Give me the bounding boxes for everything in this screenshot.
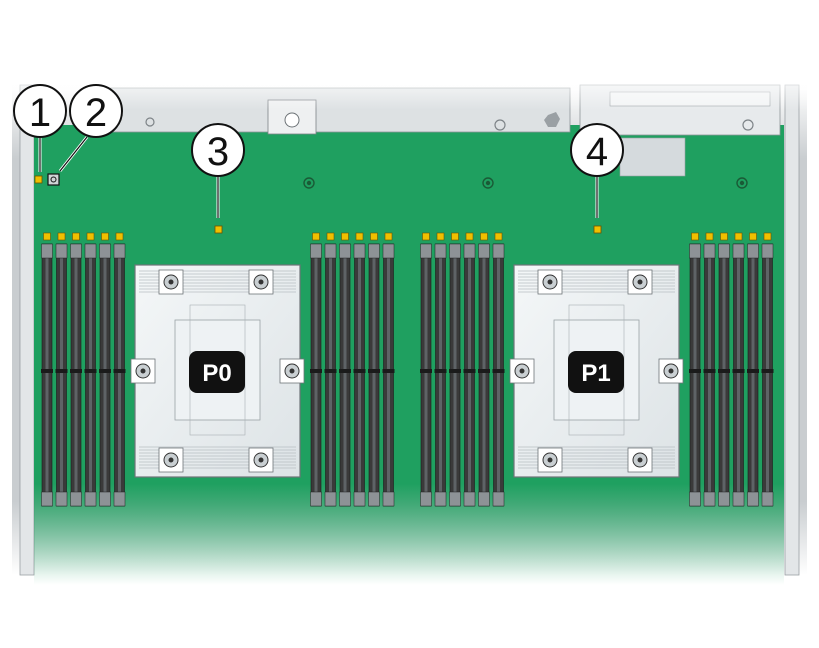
dimm-slot [41,232,53,507]
processor-p1: P1 [509,264,684,478]
callout-number: 1 [29,91,51,135]
callout-1: 1 [13,84,67,138]
dimm-slot [70,232,82,507]
heatsink-screw-icon [627,447,653,473]
dimm-bank-p1-right [689,232,774,507]
dimm-slot [449,232,461,507]
dimm-slot [718,232,730,507]
dimm-slot [434,232,447,507]
dimm-slot [732,232,745,507]
callout-number: 4 [586,130,608,174]
heatsink-screw-icon [658,358,684,384]
dimm-slot [339,232,351,507]
callout-4: 4 [570,123,624,177]
dimm-slot [99,232,111,507]
dimm-slot [703,232,716,507]
callout-number: 3 [207,130,229,174]
dimm-slot [463,232,476,507]
dimm-slot [689,232,701,507]
dimm-slot [382,232,395,507]
dimm-slot [353,232,366,507]
dimm-slot [113,232,126,507]
heatsink-screw-icon [248,269,274,295]
dimm-slot [747,232,759,507]
processor-label-text: P0 [202,360,231,387]
board-standoffs [303,177,748,189]
dimm-slot [368,232,380,507]
processor-label: P1 [568,351,624,393]
callout-3: 3 [191,123,245,177]
dimm-banks [41,232,774,507]
heatsink-screw-icon [130,358,156,384]
fault-led-1 [34,175,43,184]
dimm-slot [492,232,505,507]
dimm-slot [420,232,432,507]
heatsink-screw-icon [158,447,184,473]
heatsink-screw-icon [509,358,535,384]
dimm-slot [324,232,337,507]
remind-button-2 [47,173,60,186]
heatsink-screw-icon [627,269,653,295]
dimm-bank-p0-right [310,232,395,507]
heatsink-screw-icon [537,447,563,473]
processor-label-text: P1 [581,360,610,387]
processor-label: P0 [189,351,245,393]
processor-led-p1 [593,225,602,234]
dimm-bank-p0-left [41,232,126,507]
heatsink-screw-icon [248,447,274,473]
dimm-bank-p1-left [420,232,505,507]
dimm-slot [55,232,68,507]
callout-2: 2 [69,84,123,138]
heatsink-screw-icon [158,269,184,295]
dimm-slot [84,232,97,507]
callout-number: 2 [85,91,107,135]
dimm-slot [310,232,322,507]
dimm-slot [478,232,490,507]
heatsink-screw-icon [537,269,563,295]
processor-p0: P0 [130,264,305,478]
dimm-slot [761,232,774,507]
heatsink-screw-icon [279,358,305,384]
processor-led-p0 [214,225,223,234]
